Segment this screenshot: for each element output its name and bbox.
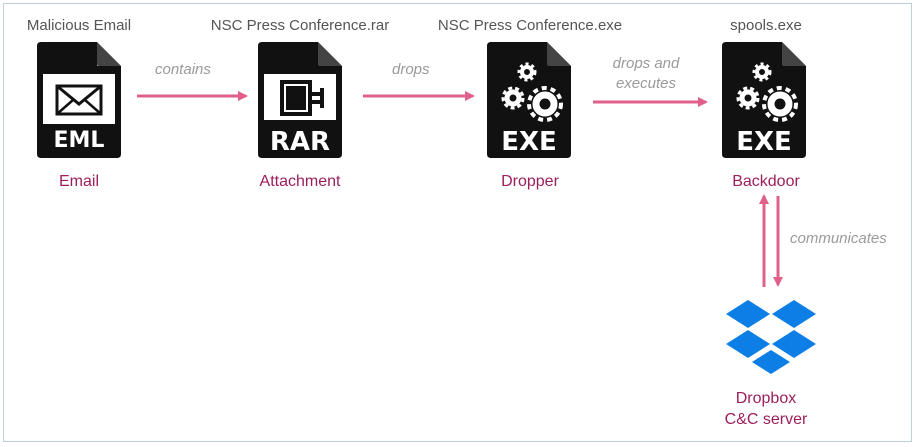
rar-file-icon: RAR [258,42,344,158]
dropbox-label-line2: C&C server [724,411,808,428]
backdoor-role-label: Backdoor [732,173,800,190]
drops-and-executes-line1: drops and [612,55,680,72]
communicates-edge-label: communicates [790,230,887,247]
archive-press-icon [280,80,324,116]
gears-icon [736,62,798,122]
envelope-icon [55,84,103,116]
dropper-exe-file-icon: EXE [487,42,573,158]
backdoor-exe-file-icon: EXE [722,42,808,158]
attachment-role-label: Attachment [259,173,341,190]
rar-badge: RAR [270,127,330,157]
backdoor-exe-badge: EXE [736,127,792,157]
eml-file-icon: EML [37,42,123,158]
drops-edge-label: drops [392,61,430,78]
backdoor-filename-label: spools.exe [730,17,802,34]
email-role-label: Email [58,173,100,190]
email-filename-label: Malicious Email [26,17,132,34]
dropper-exe-badge: EXE [501,127,557,157]
drops-and-executes-line2: executes [615,75,677,92]
dropper-role-label: Dropper [501,173,559,190]
dropbox-icon [724,300,818,384]
diagram-frame [3,3,912,442]
contains-edge-label: contains [155,61,211,78]
drops-and-executes-edge-label: drops and executes [606,54,686,94]
attachment-filename-label: NSC Press Conference.rar [210,17,390,34]
eml-badge: EML [54,128,105,153]
gears-icon [501,62,563,122]
dropbox-server-label: Dropbox C&C server [725,388,808,430]
dropbox-label-line1: Dropbox [735,390,797,407]
dropper-filename-label: NSC Press Conference.exe [437,17,623,34]
